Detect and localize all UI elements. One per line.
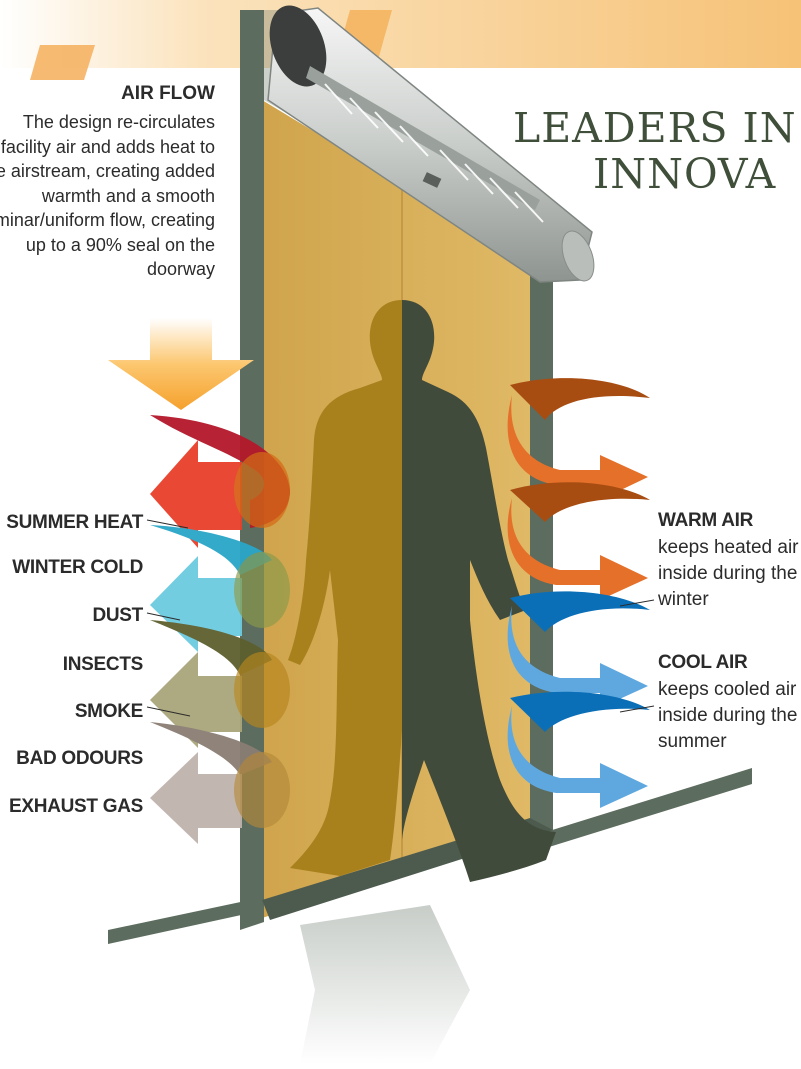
air-flow-down-arrow	[108, 318, 254, 410]
outside-arrows	[150, 415, 290, 844]
cool-air-title: COOL AIR	[658, 652, 748, 673]
warm-air-line-2: inside during the	[658, 563, 798, 584]
floor-reflection	[300, 905, 470, 1064]
label-summer-heat: SUMMER HEAT	[6, 512, 143, 533]
air-flow-description: The design re-circulates facility air an…	[0, 112, 215, 279]
label-dust: DUST	[92, 605, 143, 626]
label-smoke: SMOKE	[74, 701, 143, 722]
cool-air-line-1: keeps cooled air	[658, 679, 797, 700]
cool-arrow-2	[507, 706, 648, 808]
label-insects: INSECTS	[62, 654, 144, 675]
warm-arrow-2-swirl	[510, 482, 650, 522]
warm-arrow-2	[507, 498, 648, 600]
cool-arrow-2-swirl	[510, 691, 650, 732]
headline-line-1: LEADERS IN	[513, 104, 797, 152]
door-post-right	[530, 254, 553, 838]
label-bad-odours: BAD ODOURS	[16, 748, 143, 769]
person-silhouette-light	[288, 300, 402, 876]
banner-stroke-1	[30, 45, 95, 80]
leader-lines	[146, 519, 655, 717]
air-flow-title: AIR FLOW	[121, 83, 215, 104]
headline-line-2: INNOVA	[593, 150, 777, 198]
floor-edge-right	[520, 768, 752, 856]
odour-swirl	[150, 722, 272, 775]
air-curtain-unit	[267, 5, 595, 283]
warm-arrow-1-swirl	[510, 378, 650, 420]
label-exhaust-gas: EXHAUST GAS	[9, 796, 143, 817]
cold-arrow	[150, 556, 242, 652]
dust-swirl	[150, 620, 272, 675]
cold-swirl	[150, 525, 272, 575]
warm-air-title: WARM AIR	[658, 510, 754, 531]
floor-edge-left	[108, 900, 255, 944]
exhaust-arrow	[150, 752, 242, 844]
heat-arrow	[150, 440, 242, 548]
cool-air-line-3: summer	[658, 731, 727, 752]
warm-air-line-3: winter	[658, 589, 709, 610]
smoke-arrow	[150, 652, 242, 748]
label-winter-cold: WINTER COLD	[12, 557, 143, 578]
person-silhouette-dark	[402, 300, 556, 882]
warm-air-line-1: keeps heated air	[658, 537, 799, 558]
cool-arrow-1	[507, 606, 648, 708]
cool-air-line-2: inside during the	[658, 705, 798, 726]
top-banner	[0, 0, 801, 68]
warm-air-arrows	[507, 378, 650, 600]
cool-air-arrows	[507, 591, 650, 808]
cool-arrow-1-swirl	[510, 591, 650, 632]
warm-arrow-1	[507, 395, 648, 500]
